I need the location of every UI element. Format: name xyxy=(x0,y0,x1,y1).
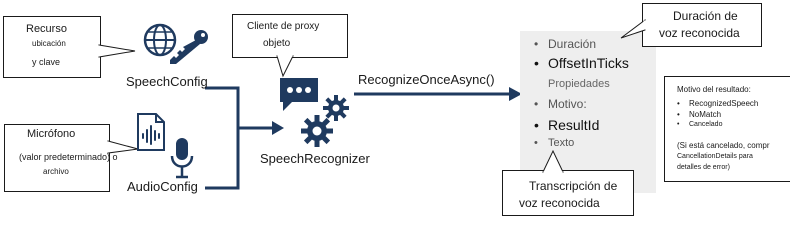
transcription-callout-tail xyxy=(542,149,564,173)
reason-item-label: Cancelado xyxy=(689,121,723,128)
chat-bubble-icon xyxy=(280,78,318,111)
reason-note-line2: CancellationDetails para xyxy=(677,153,753,160)
reason-title: Motivo del resultado: xyxy=(677,85,751,94)
result-properties-panel: • Duración • OffsetInTicks Propiedades • Mo… xyxy=(520,31,656,193)
gear-icon xyxy=(323,95,349,121)
reason-item-label: NoMatch xyxy=(689,110,722,119)
globe-icon xyxy=(143,23,177,57)
property-label: Duración xyxy=(548,37,597,51)
bullet: • xyxy=(677,110,680,119)
reason-item: • Cancelado xyxy=(677,121,722,128)
property-label: OffsetInTicks xyxy=(548,55,629,71)
bullet: • xyxy=(534,117,539,133)
transcription-callout: Transcripción de voz reconocida xyxy=(502,149,634,216)
property-item: • Motivo: xyxy=(534,97,587,111)
resource-callout-line2: ubicación xyxy=(32,39,66,48)
connectors xyxy=(205,86,522,190)
reason-box: Motivo del resultado: •RecognizedSpeech … xyxy=(664,76,790,182)
key-icon xyxy=(170,30,208,64)
reason-note-line3: detalles de error) xyxy=(677,164,730,171)
microphone-callout-line2: (valor predeterminado) o xyxy=(19,152,118,162)
gear-icon-large xyxy=(301,115,333,147)
bullet: • xyxy=(534,37,539,51)
reason-item: • NoMatch xyxy=(677,110,721,119)
proxy-callout-line1: Cliente de proxy xyxy=(247,21,320,32)
transcription-callout-line1: Transcripción de xyxy=(529,179,618,193)
microphone-icon xyxy=(170,138,194,179)
microphone-callout-line3: archivo xyxy=(43,167,69,176)
microphone-callout-tail xyxy=(107,140,139,154)
arrow-head-result xyxy=(509,87,522,101)
proxy-callout: Cliente de proxy objeto xyxy=(232,14,348,78)
reason-item: • RecognizedSpeech xyxy=(677,99,758,108)
property-item: • Duración xyxy=(534,37,596,51)
resource-callout-tail xyxy=(98,44,136,58)
recognizer-label: SpeechRecognizer xyxy=(260,151,370,166)
arrow-head-recognizer xyxy=(272,121,284,135)
bullet: • xyxy=(534,97,539,111)
resource-callout-line3: y clave xyxy=(32,57,61,67)
microphone-callout-line1: Micrófono xyxy=(27,128,76,140)
bracket-connector xyxy=(205,86,240,190)
duration-callout-line1: Duración de xyxy=(673,9,738,23)
property-item: • Texto xyxy=(534,137,574,149)
property-item: • ResultId xyxy=(534,117,599,133)
audio-config-label: AudioConfig xyxy=(127,179,198,194)
property-label: Texto xyxy=(548,137,575,149)
resource-callout-line1: Recurso xyxy=(26,23,67,35)
duration-callout-line2: voz reconocida xyxy=(659,26,740,40)
duration-callout: Duración de voz reconocida xyxy=(620,3,762,47)
microphone-callout: Micrófono (valor predeterminado) o archi… xyxy=(4,124,139,192)
bullet: • xyxy=(534,137,538,149)
property-label: Propiedades xyxy=(548,78,610,90)
bullet: • xyxy=(534,55,539,71)
bullet: • xyxy=(677,121,680,128)
method-label: RecognizeOnceAsync() xyxy=(358,72,495,87)
proxy-callout-line2: objeto xyxy=(263,38,291,49)
document-waveform-icon xyxy=(137,113,165,151)
transcription-callout-line2: voz reconocida xyxy=(519,196,600,210)
property-label: ResultId xyxy=(548,117,600,133)
proxy-callout-tail xyxy=(276,55,294,78)
property-item: • OffsetInTicks xyxy=(534,55,629,71)
speech-config-label: SpeechConfig xyxy=(126,74,208,89)
reason-item-label: RecognizedSpeech xyxy=(689,99,759,108)
bullet: • xyxy=(677,99,680,108)
reason-note-line1: (Si está cancelado, compr xyxy=(677,141,770,150)
duration-callout-tail xyxy=(620,19,646,39)
property-item: Propiedades xyxy=(534,78,610,90)
property-label: Motivo: xyxy=(548,97,587,111)
resource-callout: Recurso ubicación y clave xyxy=(3,16,136,78)
